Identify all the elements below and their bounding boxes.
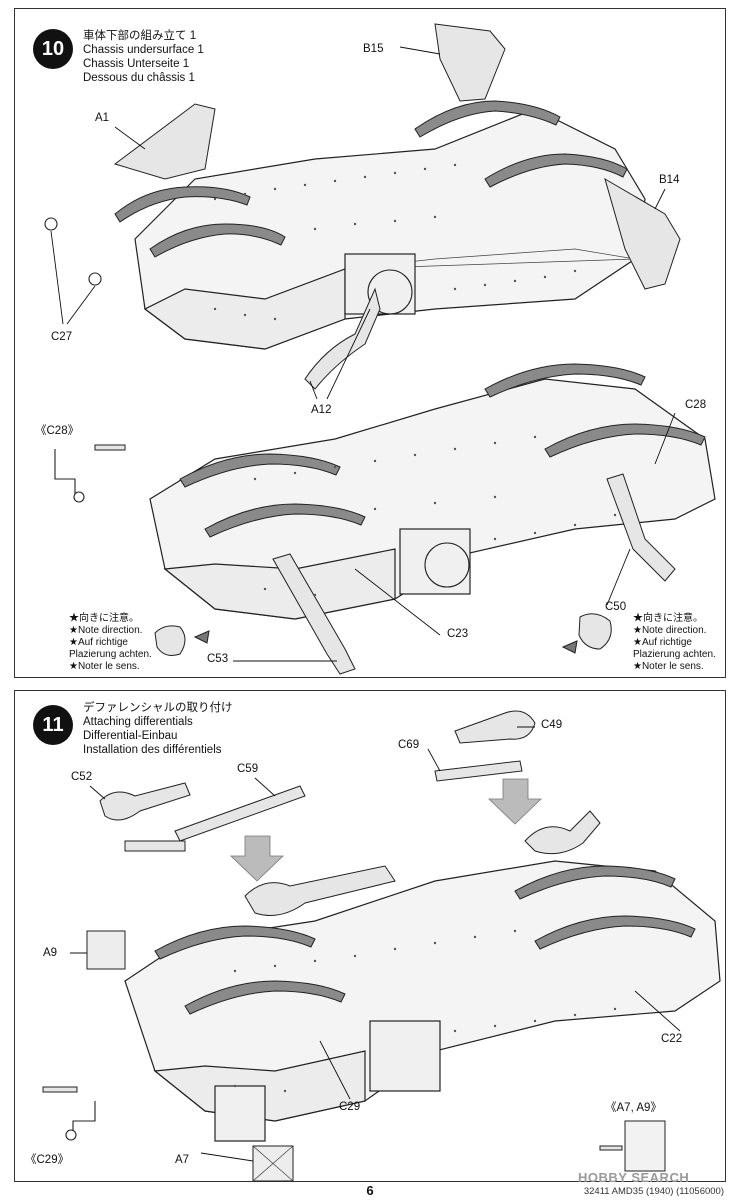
- part-label-c59: C59: [237, 763, 259, 775]
- detail-label-c29: 《C29》: [25, 1154, 70, 1166]
- step-11-title-jp: デファレンシャルの取り付け: [83, 702, 233, 714]
- upper-chassis-drawing: [44, 23, 681, 390]
- step-11-title-de: Differential-Einbau: [83, 730, 178, 742]
- note-left-line-jp: ★向きに注意。: [69, 613, 139, 624]
- note-left-line-de2: Plazierung achten.: [69, 649, 152, 660]
- step-11-titles: デファレンシャルの取り付け Attaching differentials Di…: [83, 701, 233, 757]
- part-label-c28: C28: [685, 399, 707, 411]
- part-label-c52: C52: [71, 771, 93, 783]
- note-right-line-jp: ★向きに注意。: [633, 613, 703, 624]
- step-10-title-fr: Dessous du châssis 1: [83, 72, 195, 84]
- step-11-title-fr: Installation des différentiels: [83, 744, 222, 756]
- c49-c69-drawing: [434, 710, 536, 782]
- part-label-c29: C29: [339, 1101, 361, 1113]
- part-label-c27: C27: [51, 331, 73, 343]
- a7-panel-drawing: [252, 1145, 294, 1182]
- part-label-c53: C53: [207, 653, 229, 665]
- insert-arrow-left: [230, 835, 284, 882]
- note-left-line-en: ★Note direction.: [69, 625, 143, 636]
- note-left-line-fr: ★Noter le sens.: [69, 661, 140, 672]
- a9-panel-drawing: [86, 930, 126, 970]
- part-label-a9: A9: [43, 947, 58, 959]
- note-right-line-de2: Plazierung achten.: [633, 649, 716, 660]
- step-10-illustration: [44, 23, 716, 675]
- step-10-title-de: Chassis Unterseite 1: [83, 58, 190, 70]
- part-label-b14: B14: [659, 174, 680, 186]
- note-direction-left: ★向きに注意。 ★Note direction. ★Auf richtige P…: [69, 613, 152, 673]
- part-label-c23: C23: [447, 628, 469, 640]
- a7-a9-detail-drawing: [599, 1120, 666, 1172]
- part-label-c69: C69: [398, 739, 420, 751]
- part-label-b15: B15: [363, 43, 384, 55]
- page-number: 6: [366, 1183, 374, 1198]
- step-10-titles: 車体下部の組み立て 1 Chassis undersurface 1 Chass…: [83, 29, 204, 85]
- note-right-line-fr: ★Noter le sens.: [633, 661, 704, 672]
- lower-chassis-drawing: [149, 363, 716, 675]
- part-label-c50: C50: [605, 601, 627, 613]
- step-11-panel: 11 デファレンシャルの取り付け Attaching differentials…: [14, 690, 726, 1182]
- c29-detail-drawing: [42, 1086, 96, 1141]
- step-10-title-en: Chassis undersurface 1: [83, 44, 204, 56]
- note-direction-right-drawing: [561, 613, 612, 654]
- note-left-line-de1: ★Auf richtige: [69, 637, 128, 648]
- step-11-title-en: Attaching differentials: [83, 716, 193, 728]
- part-label-a7: A7: [175, 1154, 190, 1166]
- c52-c59-drawing: [99, 782, 306, 852]
- c28-detail-drawing: [54, 444, 126, 503]
- part-label-c22: C22: [661, 1033, 683, 1045]
- part-label-a1: A1: [95, 112, 110, 124]
- note-right-line-en: ★Note direction.: [633, 625, 707, 636]
- detail-label-a7-a9: 《A7, A9》: [605, 1102, 662, 1114]
- step-10-badge: 10: [33, 29, 73, 69]
- step-10-title-jp: 車体下部の組み立て 1: [83, 30, 197, 42]
- part-label-a12: A12: [311, 404, 332, 416]
- footer-code: 32411 AMD35 (1940) (11056000): [583, 1186, 724, 1197]
- note-direction-right: ★向きに注意。 ★Note direction. ★Auf richtige P…: [633, 613, 716, 673]
- chassis-drawing-step-11: [124, 810, 721, 1142]
- part-label-c49: C49: [541, 719, 563, 731]
- step-10-panel: 10 車体下部の組み立て 1 Chassis undersurface 1 Ch…: [14, 8, 726, 678]
- detail-label-c28: 《C28》: [35, 425, 80, 437]
- note-right-line-de1: ★Auf richtige: [633, 637, 692, 648]
- step-11-badge: 11: [33, 705, 73, 745]
- step-11-illustration: [42, 710, 721, 1182]
- insert-arrow-right: [488, 778, 542, 825]
- note-direction-left-drawing: [154, 625, 210, 656]
- watermark: HOBBY SEARCH: [578, 1170, 690, 1185]
